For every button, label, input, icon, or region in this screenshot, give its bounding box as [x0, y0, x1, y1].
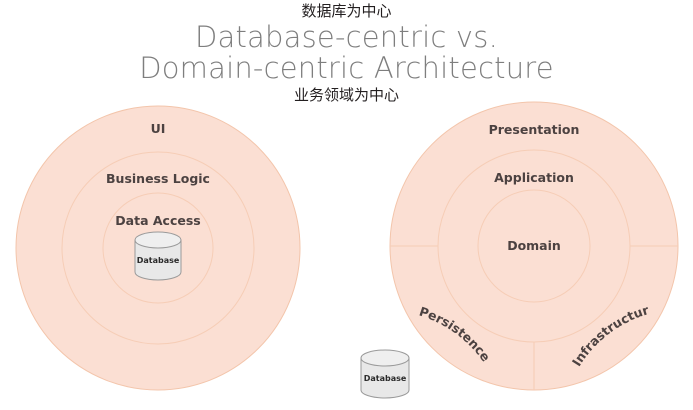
left-label-data-access: Data Access: [115, 213, 200, 228]
external-cylinder-label: Database: [364, 374, 407, 383]
external-database-cylinder[interactable]: Database: [360, 349, 410, 399]
left-database-cylinder[interactable]: Database: [134, 231, 182, 281]
left-label-business-logic: Business Logic: [106, 171, 210, 186]
right-ring-domain[interactable]: [477, 189, 591, 303]
external-cylinder-body: [360, 357, 410, 399]
left-cylinder-body: [134, 239, 182, 281]
right-label-presentation: Presentation: [489, 122, 580, 137]
right-label-application: Application: [494, 170, 574, 185]
external-cylinder-top: [360, 349, 410, 367]
left-cylinder-top: [134, 231, 182, 249]
left-cylinder-label: Database: [137, 256, 180, 265]
left-label-ui: UI: [151, 121, 166, 136]
right-label-domain: Domain: [507, 238, 561, 253]
